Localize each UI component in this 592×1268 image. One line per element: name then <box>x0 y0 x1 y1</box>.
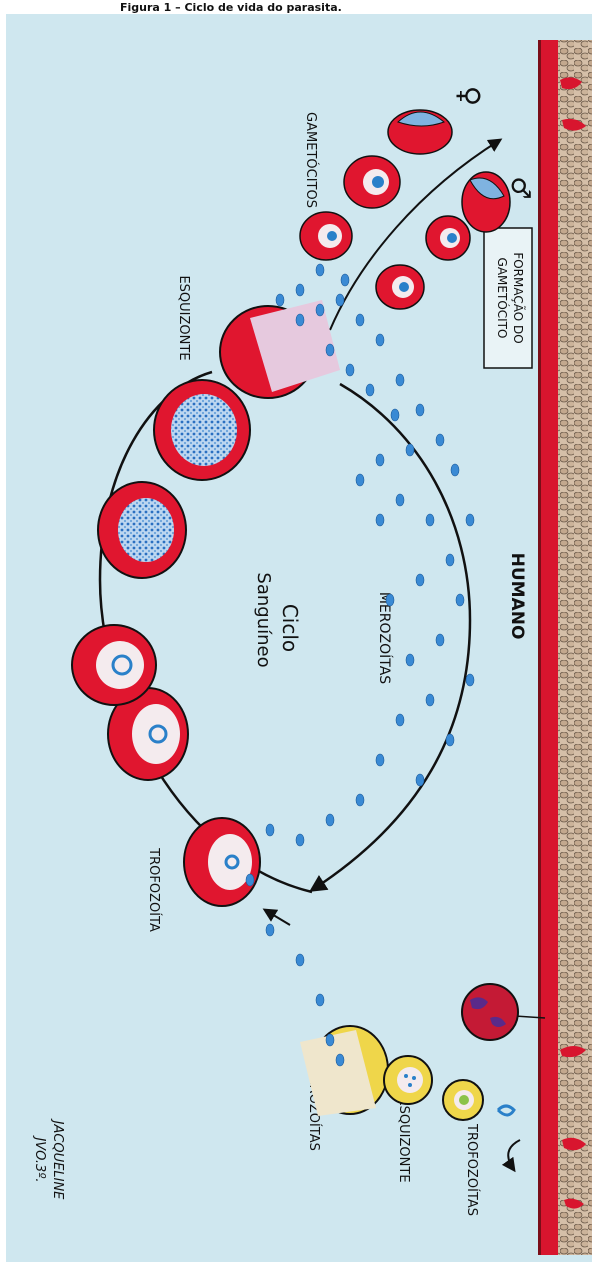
merozoite-dot <box>376 754 384 766</box>
merozoite-dot <box>296 314 304 326</box>
merozoite-dot <box>416 574 424 586</box>
merozoite-dot <box>386 594 394 606</box>
merozoite-dot <box>336 294 344 306</box>
merozoite-dot <box>296 284 304 296</box>
merozoite-dot <box>416 774 424 786</box>
merozoite-dot <box>396 714 404 726</box>
signature-line1: JACQUELINE <box>50 1118 65 1201</box>
merozoite-dot <box>346 364 354 376</box>
signature-line2: JVO.3º. <box>32 1134 47 1182</box>
merozoite-dot <box>376 334 384 346</box>
merozoite-dot <box>426 694 434 706</box>
label-ciclo: Ciclo <box>278 604 302 652</box>
rbc-schizont-early <box>98 482 186 578</box>
skin-edge <box>538 40 541 1255</box>
merozoite-dot <box>466 674 474 686</box>
merozoite-dot <box>436 434 444 446</box>
rbc-trofozoite-3 <box>72 625 156 705</box>
merozoite-dot <box>266 924 274 936</box>
merozoite-dot <box>316 304 324 316</box>
label-trofozoita: TROFOZOÍTA <box>146 847 162 932</box>
label-sanguineo: Sanguíneo <box>253 572 274 667</box>
formacao-line1: FORMAÇÃO DO <box>511 252 526 343</box>
merozoite-dot <box>356 794 364 806</box>
label-esquizonte-bottom: ESQUIZONTE <box>396 1097 411 1182</box>
merozoite-dot <box>356 474 364 486</box>
skin-tissue-layer <box>556 40 592 1255</box>
merozoite-dot <box>451 464 459 476</box>
merozoite-dot <box>276 294 284 306</box>
formacao-gametocito-box: FORMAÇÃO DO GAMETÓCITO <box>484 228 532 368</box>
merozoite-dot <box>396 374 404 386</box>
merozoite-dot <box>446 734 454 746</box>
female-symbol: ♀ <box>453 86 486 107</box>
merozoite-dot <box>336 1054 344 1066</box>
merozoite-dot <box>446 554 454 566</box>
merozoite-dot <box>466 514 474 526</box>
merozoite-dot <box>326 344 334 356</box>
merozoite-dot <box>341 274 349 286</box>
merozoite-dot <box>456 594 464 606</box>
merozoite-dot <box>296 834 304 846</box>
merozoite-dot <box>396 494 404 506</box>
formacao-line2: GAMETÓCITO <box>495 258 510 339</box>
merozoite-dot <box>316 994 324 1006</box>
figure-caption: Figura 1 – Ciclo de vida do parasita. <box>120 1 342 14</box>
merozoite-dot <box>366 384 374 396</box>
merozoite-dot <box>316 264 324 276</box>
merozoite-dot <box>296 954 304 966</box>
merozoite-dot <box>406 444 414 456</box>
label-trofozoitas-bottom: TROFOZOÍTAS <box>464 1123 480 1216</box>
merozoite-dot <box>326 814 334 826</box>
rbc-schizont-mature <box>154 380 250 480</box>
label-esquizonte-top: ESQUIZONTE <box>176 275 191 360</box>
merozoite-dot <box>356 314 364 326</box>
rbc-trofozoite-1 <box>184 818 260 906</box>
merozoite-dot <box>426 514 434 526</box>
merozoite-dot <box>391 409 399 421</box>
merozoite-dot <box>416 404 424 416</box>
merozoite-dot <box>376 514 384 526</box>
skin-surface-line <box>540 40 558 1255</box>
label-humano: HUMANO <box>507 553 527 640</box>
merozoite-dot <box>376 454 384 466</box>
merozoite-dot <box>246 874 254 886</box>
merozoite-dot <box>436 634 444 646</box>
label-gametocitos: GAMETÓCITOS <box>303 112 319 208</box>
merozoite-dot <box>406 654 414 666</box>
merozoite-dot <box>266 824 274 836</box>
merozoite-dot <box>326 1034 334 1046</box>
